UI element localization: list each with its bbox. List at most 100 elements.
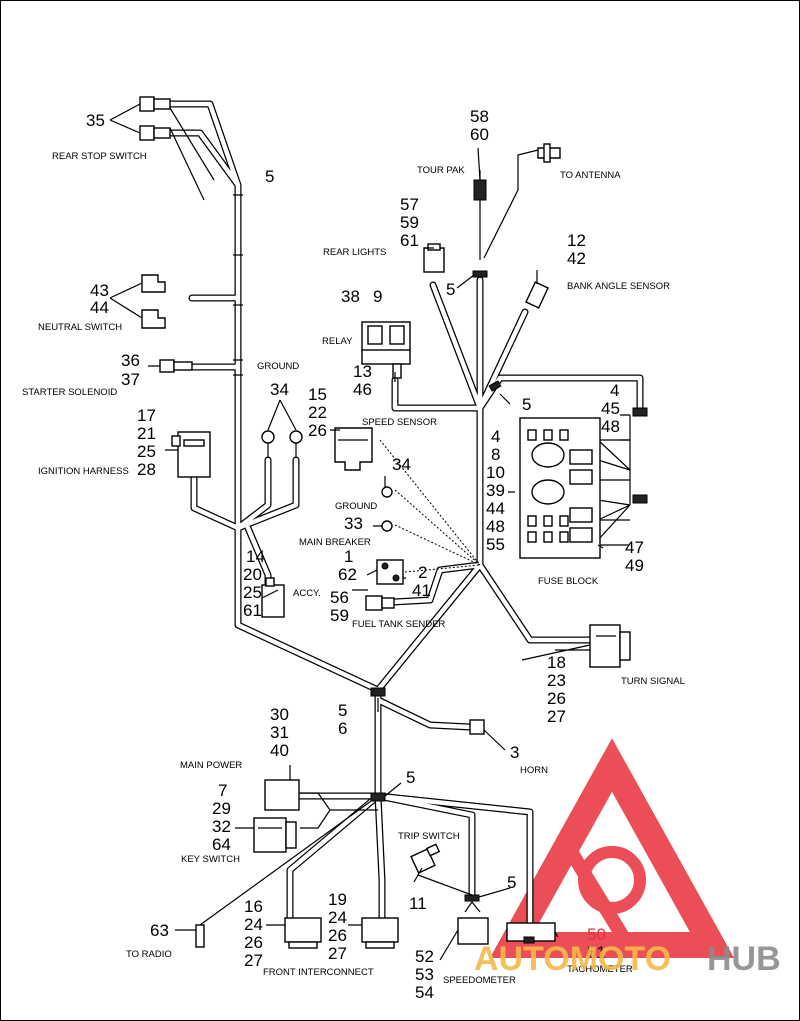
callout-6: 6 [338, 719, 347, 738]
callout-11: 11 [409, 894, 427, 913]
callout-29: 29 [212, 799, 231, 818]
label-to-antenna: TO ANTENNA [560, 170, 621, 181]
callout-53: 53 [415, 965, 434, 984]
label-ground-mid: GROUND [335, 501, 377, 512]
label-ignition-harness: IGNITION HARNESS [38, 466, 129, 477]
rear-lights-connector [423, 243, 445, 273]
accy-connector [261, 577, 285, 618]
watermark-logo [489, 738, 735, 958]
callout-56: 56 [330, 588, 349, 607]
callout-22: 22 [308, 403, 327, 422]
callout-32: 32 [212, 817, 231, 836]
callout-5-mid: 5 [446, 280, 455, 299]
callout-37: 37 [121, 370, 140, 389]
callout-26-b: 26 [328, 926, 347, 945]
neutral-switch-connectors [141, 274, 166, 329]
callout-27-b: 27 [328, 944, 347, 963]
callout-58: 58 [470, 107, 489, 126]
label-tachometer: TACHOMETER [567, 964, 633, 975]
label-horn: HORN [520, 765, 548, 776]
callout-5-right: 5 [522, 395, 531, 414]
callout-62: 62 [338, 565, 357, 584]
callout-35: 35 [86, 111, 105, 130]
turn-signal-connector [589, 624, 631, 668]
ground-top-terminals [261, 430, 303, 458]
harness-clamps [370, 270, 648, 902]
label-main-power: MAIN POWER [180, 760, 242, 771]
callout-20: 20 [243, 565, 262, 584]
callout-5-lower: 5 [406, 768, 415, 787]
callout-61-rear: 61 [400, 231, 419, 250]
callout-44-neutral: 44 [90, 298, 109, 317]
relay-block [361, 321, 411, 379]
label-neutral-switch: NEUTRAL SWITCH [38, 322, 122, 333]
label-starter-solenoid: STARTER SOLENOID [22, 387, 117, 398]
callout-44-list: 44 [486, 499, 505, 518]
callout-55: 55 [486, 535, 505, 554]
callout-10: 10 [486, 463, 505, 482]
label-accy: ACCY. [293, 588, 321, 599]
callout-7: 7 [218, 781, 227, 800]
speedometer-connector [457, 900, 489, 945]
watermark-prefix: AUTOMOTO [474, 940, 671, 978]
main-power-connector [264, 779, 300, 811]
tachometer-connector [506, 922, 556, 944]
trip-switch [410, 843, 441, 874]
callout-45: 45 [601, 399, 620, 418]
callout-19: 19 [328, 890, 347, 909]
callout-5-trip: 5 [507, 873, 516, 892]
callout-30: 30 [270, 705, 289, 724]
callout-13: 13 [353, 362, 372, 381]
callout-27-turn: 27 [547, 707, 566, 726]
callout-49: 49 [625, 556, 644, 575]
harness-wires [166, 100, 644, 926]
watermark-suffix: HUB [707, 940, 781, 978]
callout-54: 54 [415, 983, 434, 1002]
callout-59-rear: 59 [400, 213, 419, 232]
callout-4-fb: 4 [610, 381, 619, 400]
horn-connector [469, 719, 485, 735]
callout-31: 31 [270, 723, 289, 742]
label-fuse-block: FUSE BLOCK [538, 576, 599, 587]
callout-40: 40 [270, 741, 289, 760]
callout-26-turn: 26 [547, 689, 566, 708]
callout-42: 42 [567, 249, 586, 268]
label-speed-sensor: SPEED SENSOR [362, 417, 437, 428]
callout-12: 12 [567, 231, 586, 250]
callout-28: 28 [137, 460, 156, 479]
callout-23: 23 [547, 671, 566, 690]
callout-34-top: 34 [270, 380, 289, 399]
callout-18: 18 [547, 653, 566, 672]
callout-41: 41 [412, 581, 431, 600]
callout-48-fb: 48 [601, 417, 620, 436]
label-turn-signal: TURN SIGNAL [621, 676, 685, 687]
callout-36: 36 [121, 351, 140, 370]
label-main-breaker: MAIN BREAKER [299, 537, 371, 548]
callout-14: 14 [246, 547, 265, 566]
callout-17: 17 [137, 406, 156, 425]
label-key-switch: KEY SWITCH [181, 854, 240, 865]
callout-47: 47 [625, 538, 644, 557]
label-front-interconnect: FRONT INTERCONNECT [263, 967, 374, 978]
label-rear-stop-switch: REAR STOP SWITCH [52, 151, 147, 162]
starter-solenoid-connector [159, 359, 193, 373]
leader-lines [109, 103, 630, 961]
label-speedometer: SPEEDOMETER [443, 975, 516, 986]
label-to-radio: TO RADIO [126, 949, 172, 960]
callout-21: 21 [137, 424, 156, 443]
watermark-text: AUTOMOTO HUB [474, 940, 781, 978]
label-tour-pak: TOUR PAK [417, 165, 465, 176]
callout-24-b: 24 [328, 908, 347, 927]
key-switch-connector [253, 817, 297, 853]
label-bank-angle-sensor: BANK ANGLE SENSOR [567, 281, 670, 292]
bank-angle-sensor [525, 281, 549, 309]
label-trip-switch: TRIP SWITCH [398, 831, 460, 842]
callout-8: 8 [491, 445, 500, 464]
callout-39: 39 [486, 481, 505, 500]
callout-9: 9 [373, 287, 382, 306]
speed-sensor-connector [334, 427, 373, 471]
callout-5-center: 5 [338, 701, 347, 720]
callout-2: 2 [418, 563, 427, 582]
antenna-connector [537, 143, 561, 163]
